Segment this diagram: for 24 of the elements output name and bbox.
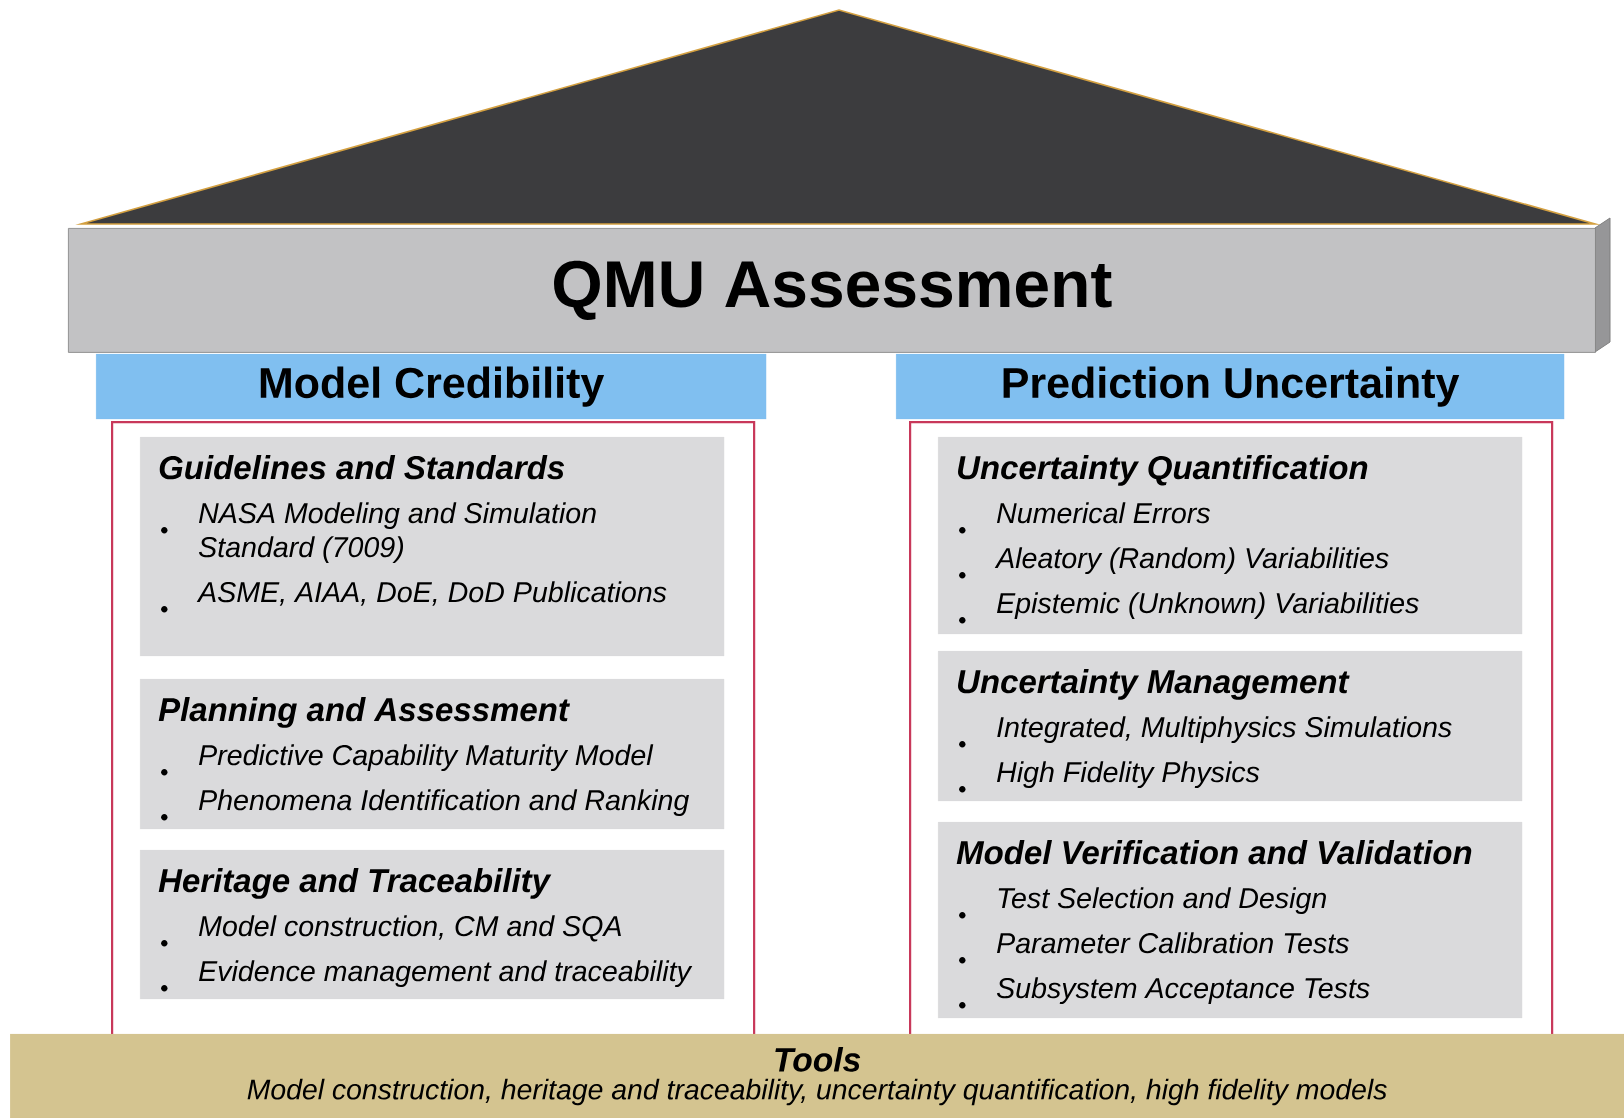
bullet-item: Epistemic (Unknown) Variabilities — [959, 592, 1419, 624]
topic-card: Model Verification and Validation Test Selection and Design Parameter Calibration Tests Subsystem Acceptance Tests — [938, 822, 1523, 1019]
bullet-item: Phenomena Identification and Ranking — [161, 789, 690, 821]
bullet-item: Aleatory (Random) Variabilities — [959, 547, 1389, 579]
header-band: Model Credibility — [96, 354, 767, 420]
topic-card: Guidelines and Standards NASA Modeling and Simulation Standard (7009) ASME, AIAA, DoE, DoD Publications — [140, 437, 725, 657]
bullet-item: Model construction, CM and SQA — [161, 915, 621, 947]
title-beam: QMU Assessment — [68, 228, 1596, 353]
bullet-item: Predictive Capability Maturity Model — [161, 744, 654, 776]
topic-card: Uncertainty Quantification Numerical Errors Aleatory (Random) Variabilities Epistemic (Unknown) Variabilities — [938, 437, 1523, 635]
bullet-item: Evidence management and traceability — [161, 960, 693, 992]
topic-card: Heritage and Traceability Model construction, CM and SQA Evidence management and traceability — [140, 850, 725, 1000]
bullet-item: Integrated, Multiphysics Simulations — [959, 716, 1452, 748]
topic-card: Uncertainty Management Integrated, Multiphysics Simulations High Fidelity Physics — [938, 651, 1523, 802]
bullet-item: Subsystem Acceptance Tests — [959, 977, 1370, 1009]
bullet-item: NASA Modeling and Simulation Standard (7009) — [161, 502, 596, 563]
base-band: Tools Model construction, heritage and traceability, uncertainty quantification, high fidelity models — [10, 1034, 1624, 1118]
bullet-item: Test Selection and Design — [959, 887, 1326, 919]
bullet-item: ASME, AIAA, DoE, DoD Publications — [161, 581, 667, 613]
topic-card: Planning and Assessment Predictive Capability Maturity Model Phenomena Identification and Ranking — [140, 679, 725, 830]
header-band: Prediction Uncertainty — [896, 354, 1565, 420]
bullet-item: Numerical Errors — [959, 502, 1210, 534]
bullet-item: High Fidelity Physics — [959, 761, 1260, 793]
bullet-item: Parameter Calibration Tests — [959, 932, 1349, 964]
